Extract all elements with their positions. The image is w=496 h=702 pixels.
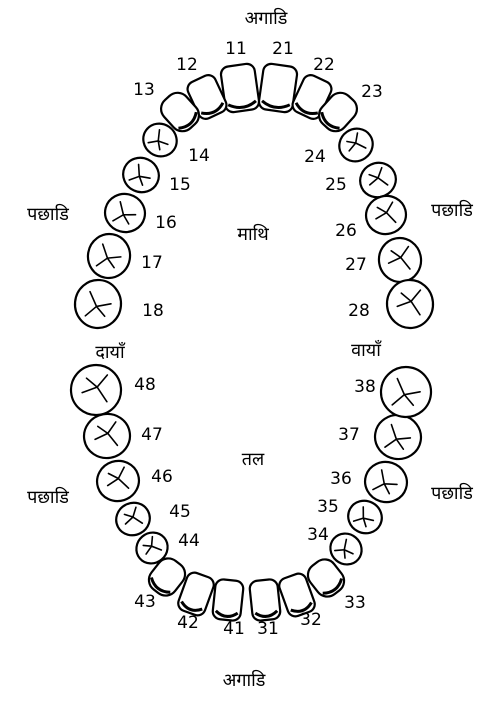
tooth-48 — [69, 363, 123, 417]
tooth-number-38: 38 — [354, 377, 376, 397]
label-front-bottom: अगाडि — [223, 669, 266, 691]
tooth-number-46: 46 — [151, 467, 173, 487]
tooth-37 — [372, 411, 425, 462]
tooth-number-43: 43 — [134, 592, 156, 612]
label-floor: तल — [242, 449, 265, 470]
tooth-number-18: 18 — [142, 301, 164, 321]
tooth-number-26: 26 — [335, 221, 357, 241]
tooth-number-33: 33 — [344, 593, 366, 613]
tooth-number-23: 23 — [361, 82, 383, 102]
tooth-number-27: 27 — [345, 255, 367, 275]
label-left-side: वायाँ — [351, 339, 382, 361]
label-back-upper-right: पछाडि — [431, 199, 473, 221]
tooth-number-45: 45 — [169, 502, 191, 522]
tooth-number-34: 34 — [307, 525, 329, 545]
tooth-number-15: 15 — [169, 175, 191, 195]
tooth-41 — [212, 579, 244, 622]
tooth-number-13: 13 — [133, 80, 155, 100]
tooth-number-32: 32 — [300, 610, 322, 630]
tooth-26 — [362, 191, 410, 238]
tooth-18 — [73, 278, 123, 330]
tooth-number-25: 25 — [325, 175, 347, 195]
tooth-17 — [84, 231, 133, 282]
upper-arch — [73, 63, 435, 330]
label-back-upper-left: पछाडि — [27, 203, 69, 225]
tooth-number-22: 22 — [313, 55, 335, 75]
tooth-46 — [92, 455, 144, 506]
label-palate: माथि — [237, 223, 269, 245]
tooth-31 — [249, 579, 281, 622]
label-back-lower-left: पछाडि — [27, 486, 69, 508]
tooth-28 — [385, 278, 435, 330]
tooth-number-47: 47 — [141, 425, 163, 445]
tooth-number-37: 37 — [338, 425, 360, 445]
tooth-number-14: 14 — [188, 146, 210, 166]
label-right-side: दायाँ — [95, 341, 125, 363]
tooth-number-11: 11 — [225, 39, 247, 59]
tooth-25 — [355, 157, 402, 203]
tooth-36 — [360, 456, 412, 507]
tooth-number-44: 44 — [178, 531, 200, 551]
tooth-27 — [375, 235, 424, 286]
label-back-lower-right: पछाडि — [431, 482, 473, 504]
tooth-number-41: 41 — [223, 619, 245, 639]
tooth-number-24: 24 — [304, 147, 326, 167]
tooth-number-12: 12 — [176, 55, 198, 75]
tooth-number-21: 21 — [272, 39, 294, 59]
label-front-top: अगाडि — [245, 7, 288, 29]
tooth-47 — [81, 410, 134, 461]
tooth-15 — [118, 152, 165, 198]
tooth-number-36: 36 — [330, 469, 352, 489]
tooth-number-17: 17 — [141, 253, 163, 273]
tooth-38 — [379, 365, 433, 419]
tooth-16 — [101, 189, 149, 236]
tooth-number-48: 48 — [134, 375, 156, 395]
lower-arch — [69, 363, 433, 621]
tooth-number-28: 28 — [348, 301, 370, 321]
tooth-number-42: 42 — [177, 613, 199, 633]
tooth-number-31: 31 — [257, 619, 279, 639]
tooth-number-35: 35 — [317, 497, 339, 517]
tooth-number-16: 16 — [155, 213, 177, 233]
